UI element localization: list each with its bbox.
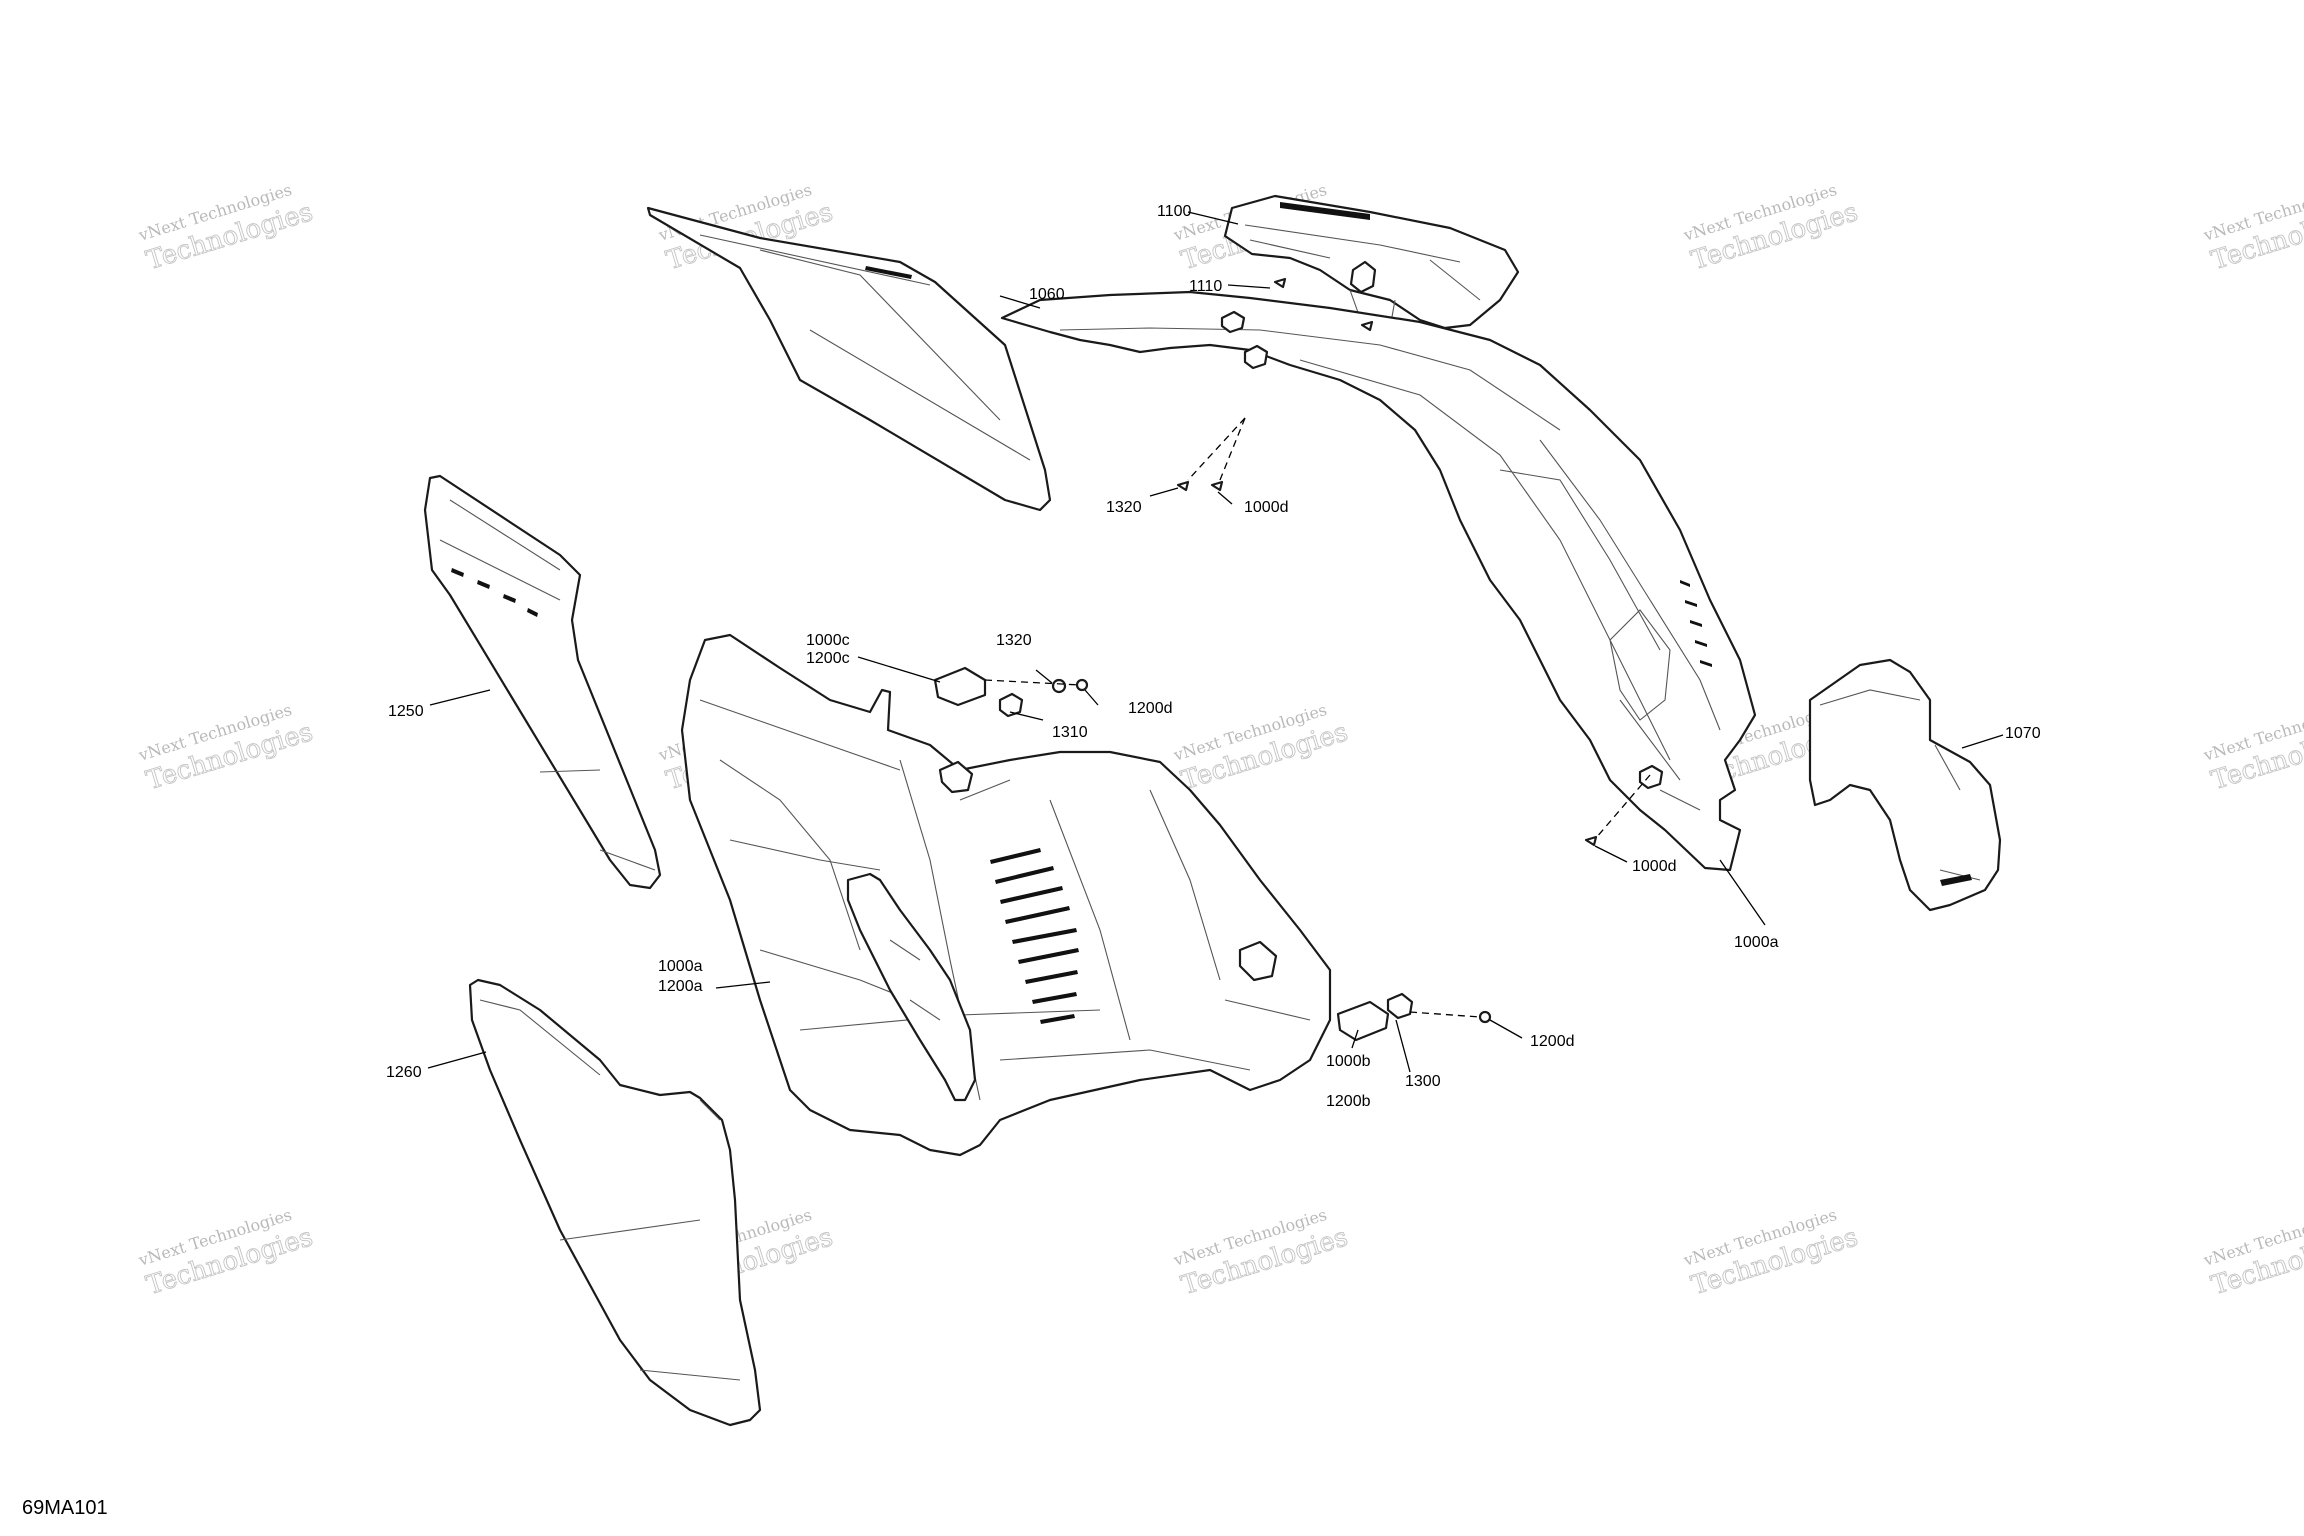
label-1000c: 1000c	[806, 632, 850, 649]
label-1200d-mid: 1200d	[1128, 700, 1173, 717]
label-1200b: 1200b	[1326, 1093, 1371, 1110]
label-1000d-top: 1000d	[1244, 499, 1289, 516]
label-1000b: 1000b	[1326, 1053, 1371, 1070]
leader-lines	[427, 211, 2004, 1073]
part-1260-panel	[468, 978, 762, 1427]
label-1320-mid: 1320	[996, 632, 1032, 649]
hardware-parts	[933, 277, 1598, 1042]
label-1070: 1070	[2005, 725, 2041, 742]
figure-code: 69MA101	[22, 1497, 108, 1519]
part-1000a-main-panel	[680, 633, 1332, 1157]
callout-labels: 1100 1110 1060 1320 1000d 1000c 1200c 13…	[386, 203, 2041, 1110]
label-1300: 1300	[1405, 1073, 1441, 1090]
label-1100: 1100	[1157, 203, 1192, 220]
part-1250-panel	[423, 474, 662, 890]
label-1060: 1060	[1029, 286, 1065, 303]
assembly-lines	[984, 417, 1651, 1018]
label-1200c: 1200c	[806, 650, 850, 667]
label-1000a-right: 1000a	[1734, 934, 1779, 951]
label-1260: 1260	[386, 1064, 422, 1081]
label-1200a: 1200a	[658, 978, 703, 995]
label-1200d-low: 1200d	[1530, 1033, 1575, 1050]
label-1110: 1110	[1189, 278, 1222, 295]
label-1320-top: 1320	[1106, 499, 1142, 516]
part-1070-cover	[1808, 658, 2002, 912]
label-1310: 1310	[1052, 724, 1088, 741]
label-1000d-right: 1000d	[1632, 858, 1677, 875]
label-1250: 1250	[388, 703, 424, 720]
part-1060-panel	[646, 206, 1052, 512]
label-1000a-left: 1000a	[658, 958, 703, 975]
part-1000a-right-panel	[1000, 290, 1757, 872]
